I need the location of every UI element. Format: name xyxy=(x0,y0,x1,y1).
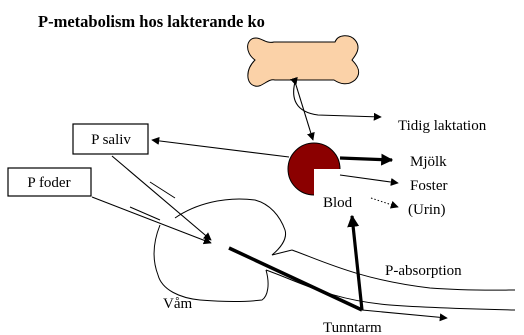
fetus-arrow xyxy=(340,175,398,183)
blood-label: Blod xyxy=(323,195,353,211)
rumen-label: Våm xyxy=(163,296,192,312)
feed-label: P foder xyxy=(27,175,70,191)
milk-label: Mjölk xyxy=(410,154,447,170)
blood-to-saliva-arrow xyxy=(152,140,289,157)
absorption-arrow xyxy=(352,216,362,310)
blood-pool xyxy=(288,143,346,201)
rumen-outline xyxy=(175,199,292,255)
absorption-label: P-absorption xyxy=(385,263,462,279)
exit-arrow xyxy=(362,310,447,318)
small-intestine-label: Tunntarm xyxy=(323,320,382,335)
saliva-to-rumen-arrow xyxy=(112,156,211,240)
urine-label: (Urin) xyxy=(408,202,446,218)
rumen-outline-lower xyxy=(154,225,268,302)
early-lactation-label: Tidig laktation xyxy=(398,118,487,134)
early-lactation-arrow xyxy=(294,82,381,117)
bone-icon xyxy=(248,36,359,87)
milk-arrow xyxy=(340,158,392,160)
feed-to-rumen-arrow xyxy=(92,197,211,243)
intestine-outline xyxy=(266,250,515,310)
saliva-label: P saliv xyxy=(91,132,131,148)
bone-blood-arrow xyxy=(296,85,313,140)
fetus-label: Foster xyxy=(410,178,448,194)
urine-arrow xyxy=(371,198,398,207)
diagram-title: P-metabolism hos lakterande ko xyxy=(38,12,265,31)
